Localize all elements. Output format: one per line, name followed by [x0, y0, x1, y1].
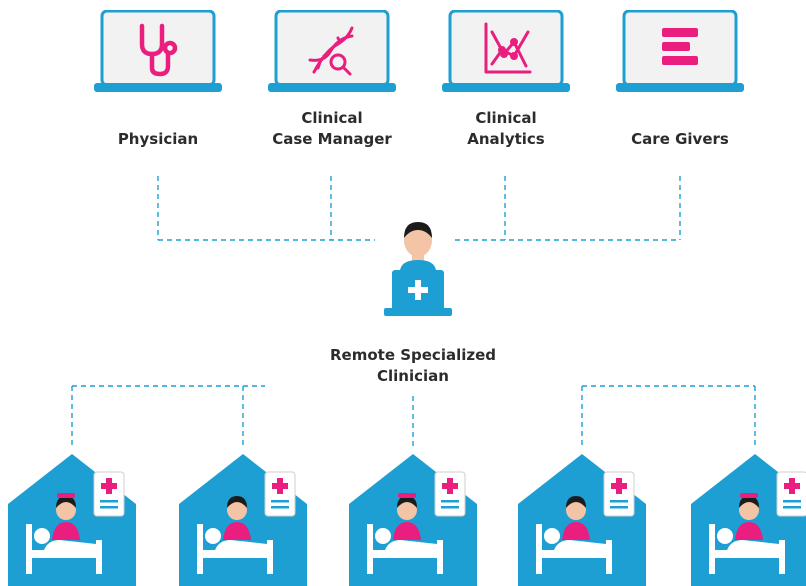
- role-label-line2: Care Givers: [631, 130, 729, 148]
- patient-home-icon: [691, 454, 806, 586]
- role-label-line1: Clinical: [475, 109, 537, 127]
- role-laptop-case-manager: [268, 10, 396, 92]
- center-label: Remote Specialized Clinician: [293, 345, 533, 387]
- line-chart-icon: [484, 22, 532, 74]
- patient-home-icon: [518, 454, 646, 586]
- role-label-analytics: Clinical Analytics: [436, 108, 576, 150]
- clinician-laptop-icon: [384, 222, 452, 316]
- center-label-line2: Clinician: [377, 367, 449, 385]
- stethoscope-icon: [139, 23, 178, 77]
- role-laptop-analytics: [442, 10, 570, 92]
- role-label-line1: Clinical: [301, 109, 363, 127]
- list-bars-icon: [662, 28, 698, 65]
- center-label-line1: Remote Specialized: [329, 346, 497, 364]
- patient-home-icon: [349, 454, 477, 586]
- role-label-case-manager: Clinical Case Manager: [252, 108, 412, 150]
- patient-home-icon: [8, 454, 136, 586]
- dna-search-icon: [308, 26, 354, 76]
- patient-home-icon: [179, 454, 307, 586]
- role-label-line2: Case Manager: [272, 130, 392, 148]
- role-laptop-physician: [94, 10, 222, 92]
- role-label-physician: Physician: [88, 108, 228, 150]
- role-laptop-care-givers: [616, 10, 744, 92]
- role-label-care-givers: Care Givers: [610, 108, 750, 150]
- role-label-line2: Physician: [117, 130, 199, 148]
- role-label-line2: Analytics: [467, 130, 545, 148]
